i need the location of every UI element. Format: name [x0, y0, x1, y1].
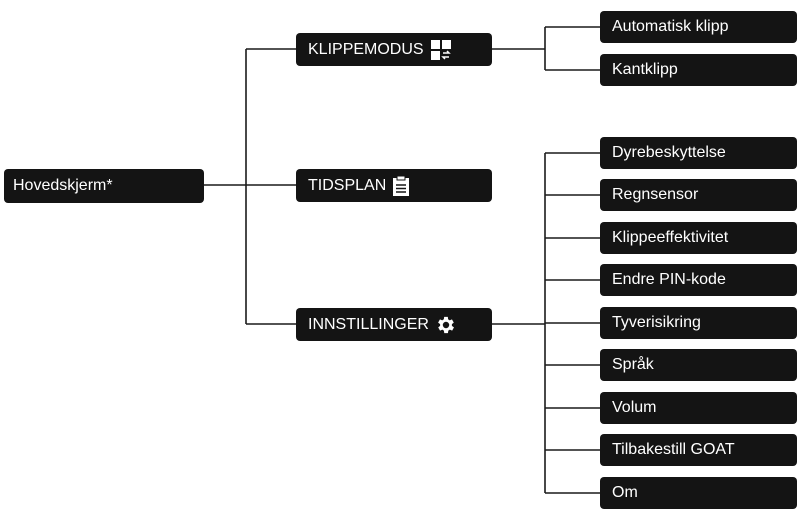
leaf-tyverisikring: Tyverisikring	[600, 307, 797, 339]
root-node-label: Hovedskjerm*	[13, 177, 113, 194]
leaf-automatisk-klipp: Automatisk klipp	[600, 11, 797, 43]
gear-icon	[435, 314, 457, 336]
leaf-dyrebeskyttelse: Dyrebeskyttelse	[600, 137, 797, 169]
leaf-endre-pin-kode: Endre PIN-kode	[600, 264, 797, 296]
branch-innstillinger-label: INNSTILLINGER	[308, 315, 429, 333]
leaf-label: Regnsensor	[612, 186, 699, 203]
branch-tidsplan-label: TIDSPLAN	[308, 176, 387, 194]
leaf-kantklipp: Kantklipp	[600, 54, 797, 86]
mode-grid-icon	[430, 39, 452, 61]
root-node-hovedskjerm: Hovedskjerm*	[4, 169, 204, 203]
leaf-sprak: Språk	[600, 349, 797, 381]
leaf-label: Tilbakestill GOAT	[612, 441, 735, 458]
clipboard-icon	[392, 175, 410, 197]
leaf-label: Språk	[612, 356, 654, 373]
branch-klippemodus: KLIPPEMODUS	[296, 33, 492, 66]
leaf-label: Volum	[612, 399, 657, 416]
leaf-label: Om	[612, 484, 638, 501]
leaf-label: Kantklipp	[612, 61, 678, 78]
branch-tidsplan: TIDSPLAN	[296, 169, 492, 202]
leaf-label: Tyverisikring	[612, 314, 701, 331]
branch-klippemodus-label: KLIPPEMODUS	[308, 40, 424, 58]
leaf-label: Endre PIN-kode	[612, 271, 726, 288]
leaf-om: Om	[600, 477, 797, 509]
leaf-tilbakestill-goat: Tilbakestill GOAT	[600, 434, 797, 466]
leaf-label: Dyrebeskyttelse	[612, 144, 726, 161]
leaf-label: Automatisk klipp	[612, 18, 729, 35]
leaf-regnsensor: Regnsensor	[600, 179, 797, 211]
leaf-volum: Volum	[600, 392, 797, 424]
leaf-klippeeffektivitet: Klippeeffektivitet	[600, 222, 797, 254]
branch-innstillinger: INNSTILLINGER	[296, 308, 492, 341]
leaf-label: Klippeeffektivitet	[612, 229, 729, 246]
